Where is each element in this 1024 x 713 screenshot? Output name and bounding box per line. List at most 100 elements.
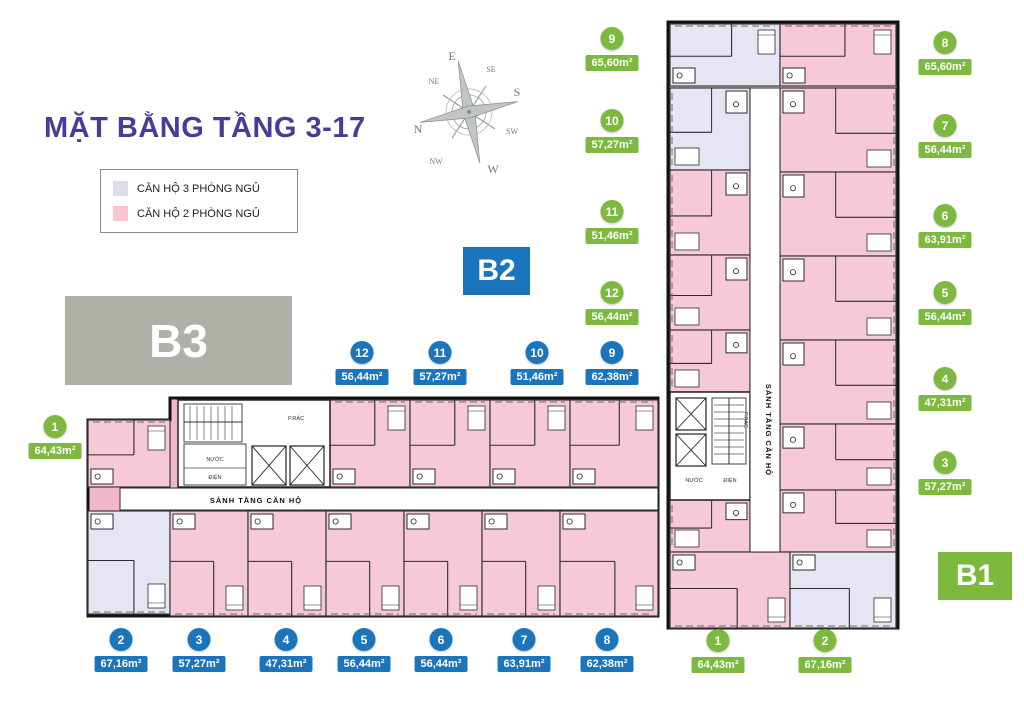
unit-area-badge: 64,43m²: [691, 657, 745, 673]
unit-number-badge: 10: [600, 109, 624, 132]
building-b1-plan: NƯỚC ĐIỆN P.RÁC SẢNH TẦNG CĂN HỘ: [666, 20, 900, 630]
unit-label-b2-3: 3 57,27m²: [172, 628, 226, 672]
unit-number-badge: 2: [813, 629, 837, 652]
unit-label-b1-11: 11 51,46m²: [585, 200, 639, 244]
b1-service-core: NƯỚC ĐIỆN P.RÁC: [669, 391, 751, 501]
block-b2-label: B2: [463, 247, 530, 295]
unit-area-badge: 56,44m²: [918, 142, 972, 158]
compass-nw: NW: [429, 157, 443, 166]
block-b3-label: B3: [65, 296, 292, 385]
b2-service-core: NƯỚC ĐIỆN P.RÁC: [177, 399, 331, 488]
unit-number-badge: 7: [512, 628, 536, 651]
unit-label-b2-1: 1 64,43m²: [28, 415, 82, 459]
b1-corridor-label: SẢNH TẦNG CĂN HỘ: [764, 384, 774, 476]
unit-number-badge: 12: [350, 341, 374, 364]
unit-label-b1-2: 2 67,16m²: [798, 629, 852, 673]
unit-area-badge: 62,38m²: [585, 369, 639, 385]
unit-number-badge: 1: [706, 629, 730, 652]
legend-row-2br: CĂN HỘ 2 PHÒNG NGỦ: [113, 206, 285, 221]
unit-area-badge: 67,16m²: [798, 657, 852, 673]
unit-label-b2-2: 2 67,16m²: [94, 628, 148, 672]
unit-label-b1-8: 8 65,60m²: [918, 31, 972, 75]
unit-area-badge: 47,31m²: [259, 656, 313, 672]
block-b1-label: B1: [938, 552, 1012, 600]
unit-area-badge: 64,43m²: [28, 443, 82, 459]
b2-water-room-label: NƯỚC: [206, 456, 223, 463]
unit-area-badge: 67,16m²: [94, 656, 148, 672]
unit-area-badge: 56,44m²: [335, 369, 389, 385]
compass-ne: NE: [429, 77, 440, 86]
unit-number-badge: 10: [525, 341, 549, 364]
unit-area-badge: 57,27m²: [918, 479, 972, 495]
unit-number-badge: 9: [600, 27, 624, 50]
b2-electric-room-label: ĐIỆN: [208, 473, 221, 481]
unit-label-b1-7: 7 56,44m²: [918, 114, 972, 158]
unit-number-badge: 4: [274, 628, 298, 651]
unit-area-badge: 63,91m²: [918, 232, 972, 248]
b1-trash-room-label: P.RÁC: [742, 412, 749, 428]
unit-label-b2-7: 7 63,91m²: [497, 628, 551, 672]
b2-stairs: [183, 403, 243, 443]
unit-label-b2-10: 10 51,46m²: [510, 341, 564, 385]
compass-rose: E S W N NE SE SW NW: [414, 49, 521, 176]
unit-number-badge: 12: [600, 281, 624, 304]
unit-label-b2-8: 8 62,38m²: [580, 628, 634, 672]
b1-water-room-label: NƯỚC: [685, 477, 702, 484]
unit-number-badge: 5: [933, 281, 957, 304]
unit-area-badge: 65,60m²: [585, 55, 639, 71]
unit-number-badge: 2: [109, 628, 133, 651]
compass-s: S: [514, 85, 521, 99]
unit-number-badge: 6: [429, 628, 453, 651]
unit-number-badge: 4: [933, 367, 957, 390]
compass-star: [419, 61, 519, 163]
unit-label-b2-12: 12 56,44m²: [335, 341, 389, 385]
legend-label-2br: CĂN HỘ 2 PHÒNG NGỦ: [137, 207, 260, 220]
unit-number-badge: 7: [933, 114, 957, 137]
unit-area-badge: 62,38m²: [580, 656, 634, 672]
compass-n: N: [414, 122, 423, 136]
unit-area-badge: 65,60m²: [918, 59, 972, 75]
compass-w: W: [487, 162, 499, 176]
compass-e: E: [448, 49, 455, 63]
unit-label-b2-4: 4 47,31m²: [259, 628, 313, 672]
unit-label-b1-3: 3 57,27m²: [918, 451, 972, 495]
unit-number-badge: 8: [933, 31, 957, 54]
legend-swatch-3br: [113, 181, 128, 196]
unit-number-badge: 3: [933, 451, 957, 474]
unit-area-badge: 56,44m²: [918, 309, 972, 325]
unit-label-b2-11: 11 57,27m²: [413, 341, 467, 385]
unit-number-badge: 6: [933, 204, 957, 227]
unit-label-b1-5: 5 56,44m²: [918, 281, 972, 325]
unit-label-b2-5: 5 56,44m²: [337, 628, 391, 672]
unit-area-badge: 56,44m²: [585, 309, 639, 325]
unit-area-badge: 57,27m²: [172, 656, 226, 672]
unit-area-badge: 51,46m²: [585, 228, 639, 244]
unit-area-badge: 56,44m²: [414, 656, 468, 672]
unit-area-badge: 57,27m²: [585, 137, 639, 153]
unit-label-b2-6: 6 56,44m²: [414, 628, 468, 672]
unit-number-badge: 11: [428, 341, 452, 364]
unit-number-badge: 1: [43, 415, 67, 438]
compass-sw: SW: [506, 127, 518, 136]
b2-corridor-label: SẢNH TẦNG CĂN HỘ: [210, 495, 302, 505]
unit-area-badge: 47,31m²: [918, 395, 972, 411]
unit-label-b1-10: 10 57,27m²: [585, 109, 639, 153]
unit-area-badge: 51,46m²: [510, 369, 564, 385]
unit-label-b1-4: 4 47,31m²: [918, 367, 972, 411]
unit-number-badge: 5: [352, 628, 376, 651]
unit-label-b1-12: 12 56,44m²: [585, 281, 639, 325]
unit-label-b1-6: 6 63,91m²: [918, 204, 972, 248]
b2-trash-room-label: P.RÁC: [288, 415, 304, 422]
unit-number-badge: 9: [600, 341, 624, 364]
unit-number-badge: 11: [600, 200, 624, 223]
unit-label-b1-1: 1 64,43m²: [691, 629, 745, 673]
legend-row-3br: CĂN HỘ 3 PHÒNG NGỦ: [113, 181, 285, 196]
page-title: MẶT BẰNG TẦNG 3-17: [44, 112, 366, 144]
compass-se: SE: [486, 65, 495, 74]
legend-label-3br: CĂN HỘ 3 PHÒNG NGỦ: [137, 182, 260, 195]
unit-area-badge: 56,44m²: [337, 656, 391, 672]
legend-swatch-2br: [113, 206, 128, 221]
unit-area-badge: 63,91m²: [497, 656, 551, 672]
unit-number-badge: 8: [595, 628, 619, 651]
